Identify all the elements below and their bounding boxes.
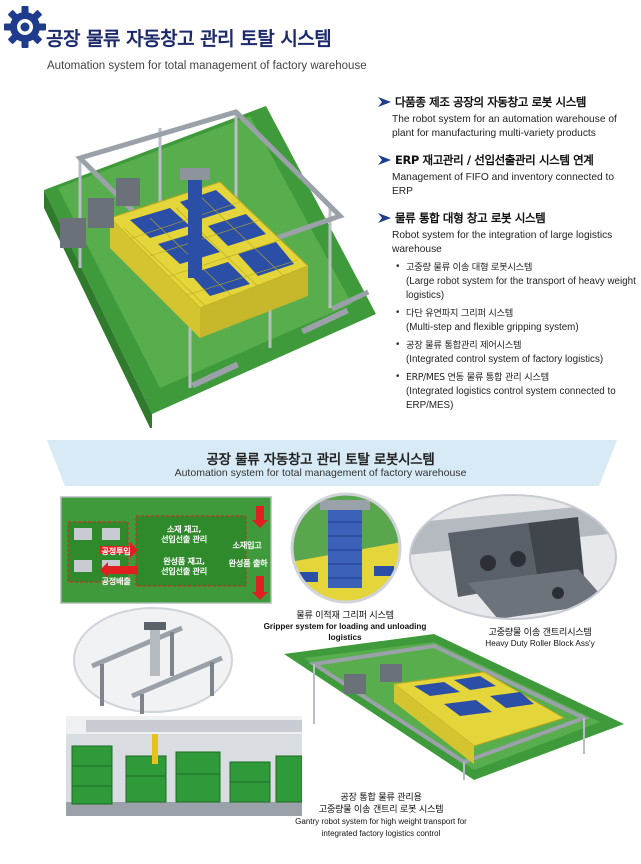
caption-gripper: 물류 이적재 그리퍼 시스템 Gripper system for loadin… bbox=[263, 610, 427, 642]
roller-block-illustration bbox=[409, 494, 617, 620]
caption-gantry: 공장 통합 물류 관리용 고중량물 이송 갠트리 로봇 시스템 Gantry r… bbox=[295, 792, 467, 838]
gripper-illustration bbox=[290, 492, 402, 604]
list-item: • 고중량 물류 이송 대형 로봇시스템(Large robot system … bbox=[396, 261, 636, 301]
caption-heavy: 고중량물 이송 갠트리시스템 Heavy Duty Roller Block A… bbox=[485, 627, 595, 648]
list-item: • 공장 물류 통합관리 제어시스템(Integrated control sy… bbox=[396, 339, 604, 365]
feature-title: 다품종 제조 공장의 자동창고 로봇 시스템 bbox=[395, 95, 587, 109]
gantry-illustration bbox=[73, 607, 233, 714]
gear-icon bbox=[4, 6, 46, 48]
feature-title: ERP 재고관리 / 선입선출관리 시스템 연계 bbox=[395, 153, 594, 167]
page-subtitle: Automation system for total management o… bbox=[47, 60, 367, 72]
arrow-bullet-icon bbox=[378, 213, 391, 223]
feature-desc: Management of FIFO and inventory connect… bbox=[392, 172, 614, 197]
layout-label-input: 공정투입 bbox=[101, 546, 131, 556]
feature-item: 다품종 제조 공장의 자동창고 로봇 시스템 The robot system … bbox=[378, 94, 636, 141]
crate-photo bbox=[66, 716, 302, 816]
page-title: 공장 물류 자동창고 관리 토탈 시스템 bbox=[46, 28, 332, 50]
feature-desc: Robot system for the integration of larg… bbox=[392, 230, 613, 255]
layout-label-product-stock: 완성품 재고, 선입선출 관리 bbox=[161, 556, 207, 576]
arrow-bullet-icon bbox=[378, 97, 391, 107]
arrow-bullet-icon bbox=[378, 155, 391, 165]
section-subtitle: Automation system for total management o… bbox=[174, 467, 467, 479]
dot-bullet-icon: • bbox=[396, 261, 400, 272]
layout-label-product-out: 완성품 출하 bbox=[228, 558, 268, 568]
feature-desc: The robot system for an automation wareh… bbox=[392, 114, 617, 139]
section-title: 공장 물류 자동창고 관리 토탈 로봇시스템 bbox=[206, 452, 435, 468]
list-item: • 다단 유연파지 그리퍼 시스템(Multi-step and flexibl… bbox=[396, 307, 579, 333]
warehouse-illustration bbox=[44, 106, 376, 428]
layout-label-discharge: 공정배출 bbox=[101, 576, 131, 586]
feature-item: ERP 재고관리 / 선입선출관리 시스템 연계 Management of F… bbox=[378, 152, 636, 199]
layout-label-material-in: 소재입고 bbox=[232, 540, 262, 550]
warehouse-gantry-illustration bbox=[284, 634, 624, 780]
section-banner bbox=[47, 440, 617, 486]
layout-label-material-stock: 소재 재고, 선입선출 관리 bbox=[161, 524, 207, 544]
feature-sublist: • 고중량 물류 이송 대형 로봇시스템(Large robot system … bbox=[396, 261, 636, 413]
list-item: • ERP/MES 연동 물류 통합 관리 시스템(Integrated log… bbox=[396, 371, 616, 411]
dot-bullet-icon: • bbox=[396, 307, 400, 318]
feature-title: 물류 통합 대형 창고 로봇 시스템 bbox=[395, 211, 546, 225]
dot-bullet-icon: • bbox=[396, 371, 400, 382]
layout-map bbox=[60, 496, 272, 604]
feature-list: 다품종 제조 공장의 자동창고 로봇 시스템 The robot system … bbox=[378, 94, 636, 424]
feature-item: 물류 통합 대형 창고 로봇 시스템 Robot system for the … bbox=[378, 210, 636, 413]
dot-bullet-icon: • bbox=[396, 339, 400, 350]
